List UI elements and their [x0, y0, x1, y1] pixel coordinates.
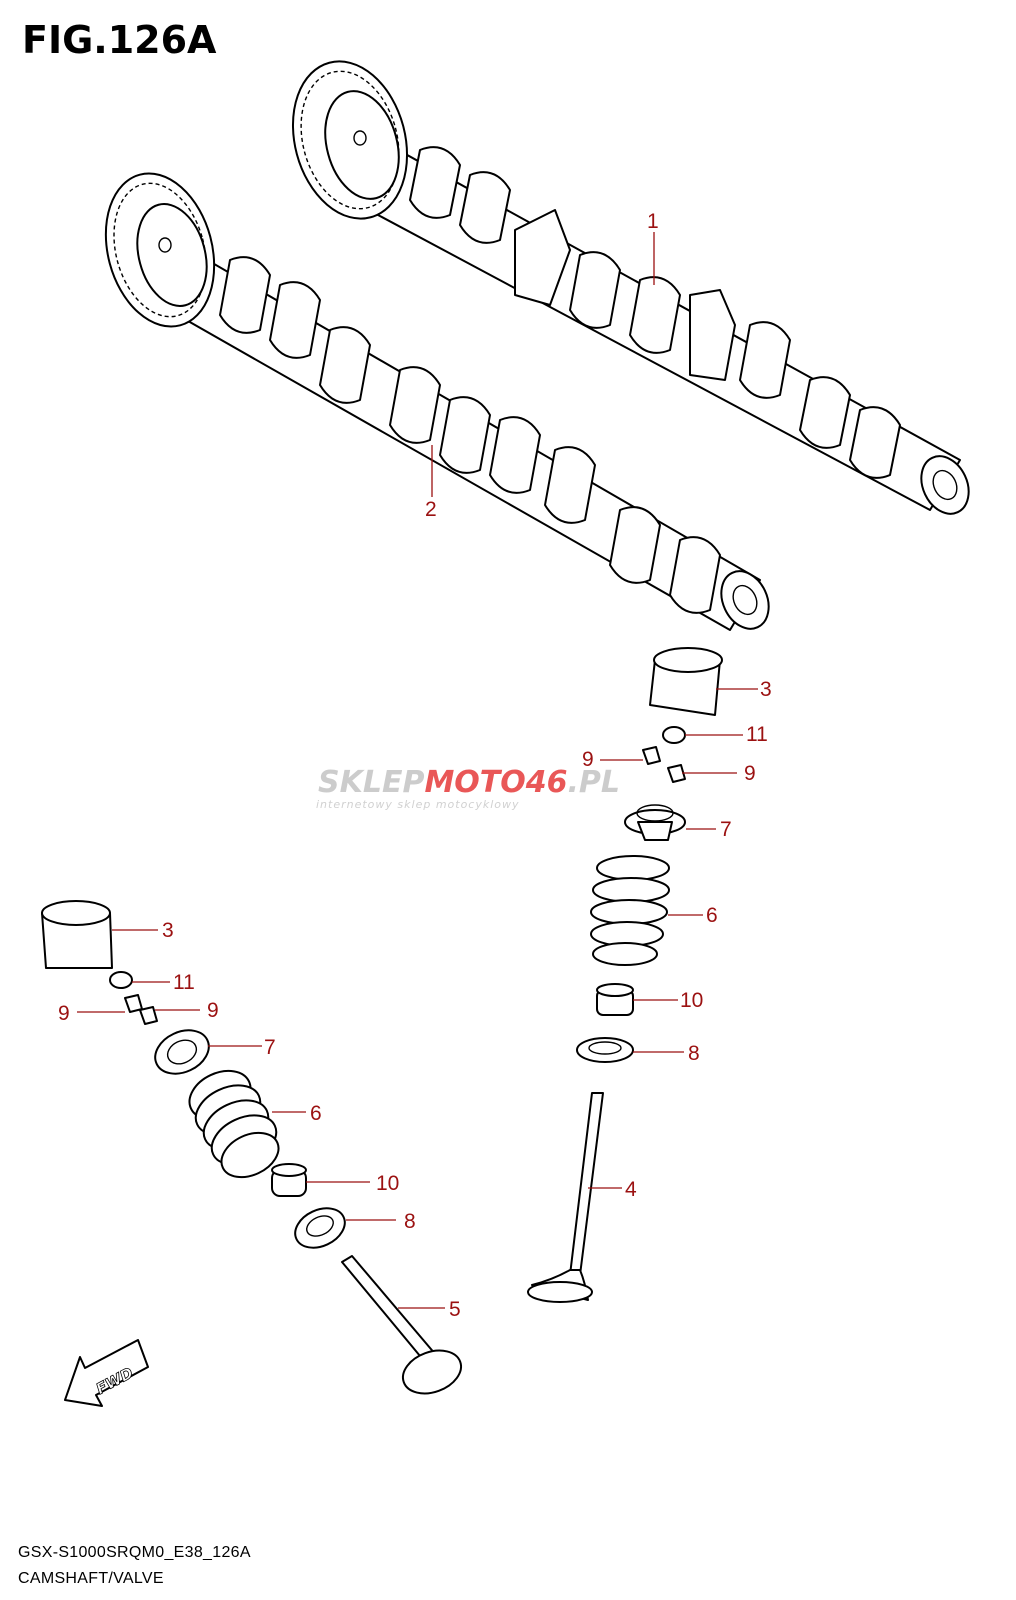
valve-spring-right[interactable] — [590, 855, 670, 966]
spring-seat-right[interactable] — [576, 1037, 634, 1063]
tappet-right[interactable] — [649, 647, 723, 716]
spring-retainer-right[interactable] — [624, 804, 686, 841]
callout-11-left: 11 — [173, 971, 195, 994]
callout-2: 2 — [425, 498, 437, 521]
cotter-left-b[interactable] — [139, 1006, 158, 1025]
callout-8-left: 8 — [404, 1210, 416, 1233]
callout-9-left-b: 9 — [207, 999, 219, 1022]
camshaft-1[interactable] — [276, 48, 977, 521]
callout-6-left: 6 — [310, 1102, 322, 1125]
tappet-left[interactable] — [41, 900, 113, 969]
valve-stem-seal-right[interactable] — [596, 983, 634, 1016]
watermark: SKLEPMOTO46.PL internetowy sklep motocyk… — [316, 765, 620, 811]
watermark-part1: SKLEP — [318, 765, 424, 800]
callout-9-right-b: 9 — [744, 762, 756, 785]
callout-7-right: 7 — [720, 818, 732, 841]
svg-text:SKLEPMOTO46.PL: SKLEPMOTO46.PL — [318, 765, 620, 800]
watermark-part3: 46 — [525, 765, 568, 800]
valve-spring-left[interactable] — [182, 1062, 286, 1186]
spring-seat-left[interactable] — [289, 1201, 351, 1256]
model-code: GSX-S1000SRQM0_E38_126A — [18, 1544, 251, 1561]
camshaft-2[interactable] — [90, 161, 778, 636]
watermark-part4: .PL — [568, 765, 621, 800]
spring-retainer-left[interactable] — [148, 1022, 216, 1082]
cotter-right-b[interactable] — [667, 764, 686, 783]
callout-3-left: 3 — [162, 919, 174, 942]
intake-valve[interactable] — [527, 1092, 604, 1303]
valve-stem-seal-left[interactable] — [271, 1163, 307, 1197]
watermark-tagline: internetowy sklep motocyklowy — [316, 798, 520, 811]
exhaust-valve[interactable] — [341, 1255, 467, 1401]
shim-right[interactable] — [662, 726, 686, 744]
callout-4: 4 — [625, 1178, 637, 1201]
callout-numbers: 1 2 3 11 9 9 7 6 10 8 4 3 11 9 9 7 6 10 … — [58, 210, 772, 1321]
shim-left[interactable] — [109, 971, 133, 989]
section-name: CAMSHAFT/VALVE — [18, 1570, 164, 1587]
fwd-arrow-icon: FWD — [64, 1339, 149, 1407]
callout-11-right: 11 — [746, 723, 768, 746]
callout-7-left: 7 — [264, 1036, 276, 1059]
callout-5: 5 — [449, 1298, 461, 1321]
callout-8-right: 8 — [688, 1042, 700, 1065]
cotter-right-a[interactable] — [642, 746, 661, 765]
figure-title: FIG.126A — [22, 18, 217, 62]
leader-lines — [77, 232, 758, 1309]
callout-6-right: 6 — [706, 904, 718, 927]
callout-10-right: 10 — [680, 989, 703, 1012]
callout-9-left-a: 9 — [58, 1002, 70, 1025]
callout-9-right-a: 9 — [582, 748, 594, 771]
watermark-part2: MOTO — [424, 765, 525, 800]
callout-3-right: 3 — [760, 678, 772, 701]
callout-1: 1 — [647, 210, 659, 233]
callout-10-left: 10 — [376, 1172, 399, 1195]
